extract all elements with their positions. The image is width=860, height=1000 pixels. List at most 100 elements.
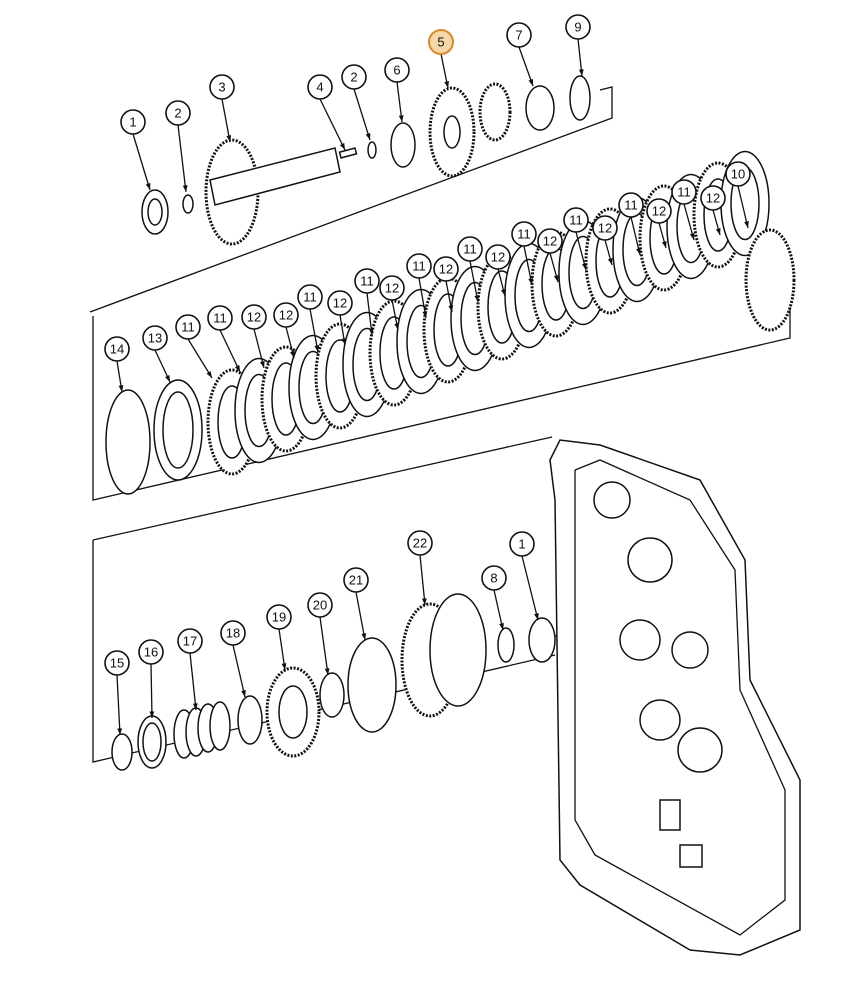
leader-arrow: [493, 589, 504, 631]
snap-ring-14: [105, 389, 151, 495]
callout-number: 3: [218, 80, 225, 95]
callout-number: 1: [129, 115, 136, 130]
arrowhead-icon: [339, 143, 345, 150]
callout-12: 12: [273, 302, 299, 359]
callout-number: 12: [333, 296, 347, 311]
callout-circle: [307, 74, 333, 100]
callout-11: 11: [297, 284, 323, 353]
callout-number: 12: [652, 204, 666, 219]
housing-valve: [659, 799, 681, 831]
callout-number: 19: [272, 610, 286, 625]
callout-number: 12: [543, 234, 557, 249]
leader-arrow: [116, 674, 121, 736]
seal-20: [319, 672, 345, 718]
callout-number: 21: [349, 573, 363, 588]
leader-arrow: [319, 98, 346, 151]
callout-12: 12: [700, 185, 726, 236]
callout-circle: [618, 192, 644, 218]
callout-2: 2: [341, 64, 371, 141]
callout-number: 12: [439, 262, 453, 277]
callout-number: 2: [174, 106, 181, 121]
callout-4: 4: [307, 74, 346, 151]
leader-arrow: [319, 616, 329, 676]
callout-number: 1: [518, 537, 525, 552]
housing-bore: [593, 481, 631, 519]
bottom-panel-top-edge: [92, 436, 553, 541]
ring-16-inner: [142, 722, 162, 762]
callout-7: 7: [506, 22, 534, 87]
callout-12: 12: [537, 228, 563, 283]
leader-arrow: [278, 628, 286, 671]
callout-number: 2: [350, 70, 357, 85]
leader-arrow: [521, 555, 539, 621]
pin-4: [338, 147, 358, 159]
callout-number: 18: [226, 626, 240, 641]
callout-11: 11: [354, 268, 380, 336]
arrowhead-icon: [534, 613, 539, 620]
leader-arrow: [150, 663, 153, 719]
callout-circle: [273, 302, 299, 328]
callout-number: 5: [437, 35, 444, 50]
leader-arrow: [366, 292, 373, 336]
callout-circle: [592, 215, 618, 241]
callout-circle: [537, 228, 563, 254]
bearing-6: [390, 122, 416, 168]
callout-circle: [563, 207, 589, 233]
leader-arrow: [187, 338, 213, 379]
arrowhead-icon: [165, 375, 170, 382]
arrowhead-icon: [182, 185, 188, 192]
arrowhead-icon: [281, 663, 287, 670]
leader-arrow: [232, 644, 246, 698]
arrowhead-icon: [235, 365, 240, 372]
callout-circle: [384, 57, 410, 83]
callout-circle: [241, 304, 267, 330]
callout-circle: [175, 314, 201, 340]
leader-arrow: [132, 133, 151, 191]
callout-number: 12: [279, 308, 293, 323]
arrowhead-icon: [394, 323, 400, 330]
callout-circle: [457, 236, 483, 262]
callout-circle: [266, 604, 292, 630]
callout-circle: [433, 256, 459, 282]
housing-bore: [619, 619, 661, 661]
callout-1: 1: [120, 109, 151, 191]
housing-inner-flange: [574, 459, 786, 936]
arrowhead-icon: [206, 371, 212, 378]
callout-17: 17: [177, 628, 203, 711]
callout-circle: [406, 253, 432, 279]
arrowhead-icon: [528, 278, 534, 285]
callout-number: 6: [393, 63, 400, 78]
callout-circle: [165, 100, 191, 126]
arrowhead-icon: [578, 69, 584, 76]
callout-number: 16: [144, 645, 158, 660]
snap-ring-15: [111, 733, 133, 771]
snap-ring-9: [569, 75, 591, 121]
callout-circle: [207, 305, 233, 331]
leader-arrow: [221, 98, 231, 143]
callout-6: 6: [384, 57, 410, 123]
leader-arrow: [419, 554, 426, 606]
callout-number: 10: [731, 167, 745, 182]
arrowhead-icon: [501, 289, 506, 296]
callout-circle: [327, 290, 353, 316]
leader-arrow: [177, 124, 187, 193]
callout-number: 11: [463, 242, 477, 257]
callout-circle: [104, 650, 130, 676]
arrowhead-icon: [361, 633, 367, 640]
callout-11: 11: [207, 305, 241, 373]
callout-number: 12: [598, 221, 612, 236]
callout-circle: [177, 628, 203, 654]
shaft-3: [209, 147, 341, 206]
callout-number: 11: [181, 320, 195, 335]
housing-valve: [679, 844, 703, 868]
callout-number: 20: [313, 598, 327, 613]
callout-9: 9: [565, 14, 591, 77]
leader-arrow: [189, 652, 197, 711]
housing-bore: [677, 727, 723, 773]
callout-2: 2: [165, 100, 191, 193]
leader-arrow: [469, 260, 479, 303]
arrowhead-icon: [398, 115, 404, 122]
arrowhead-icon: [744, 221, 749, 228]
callout-circle: [104, 336, 130, 362]
